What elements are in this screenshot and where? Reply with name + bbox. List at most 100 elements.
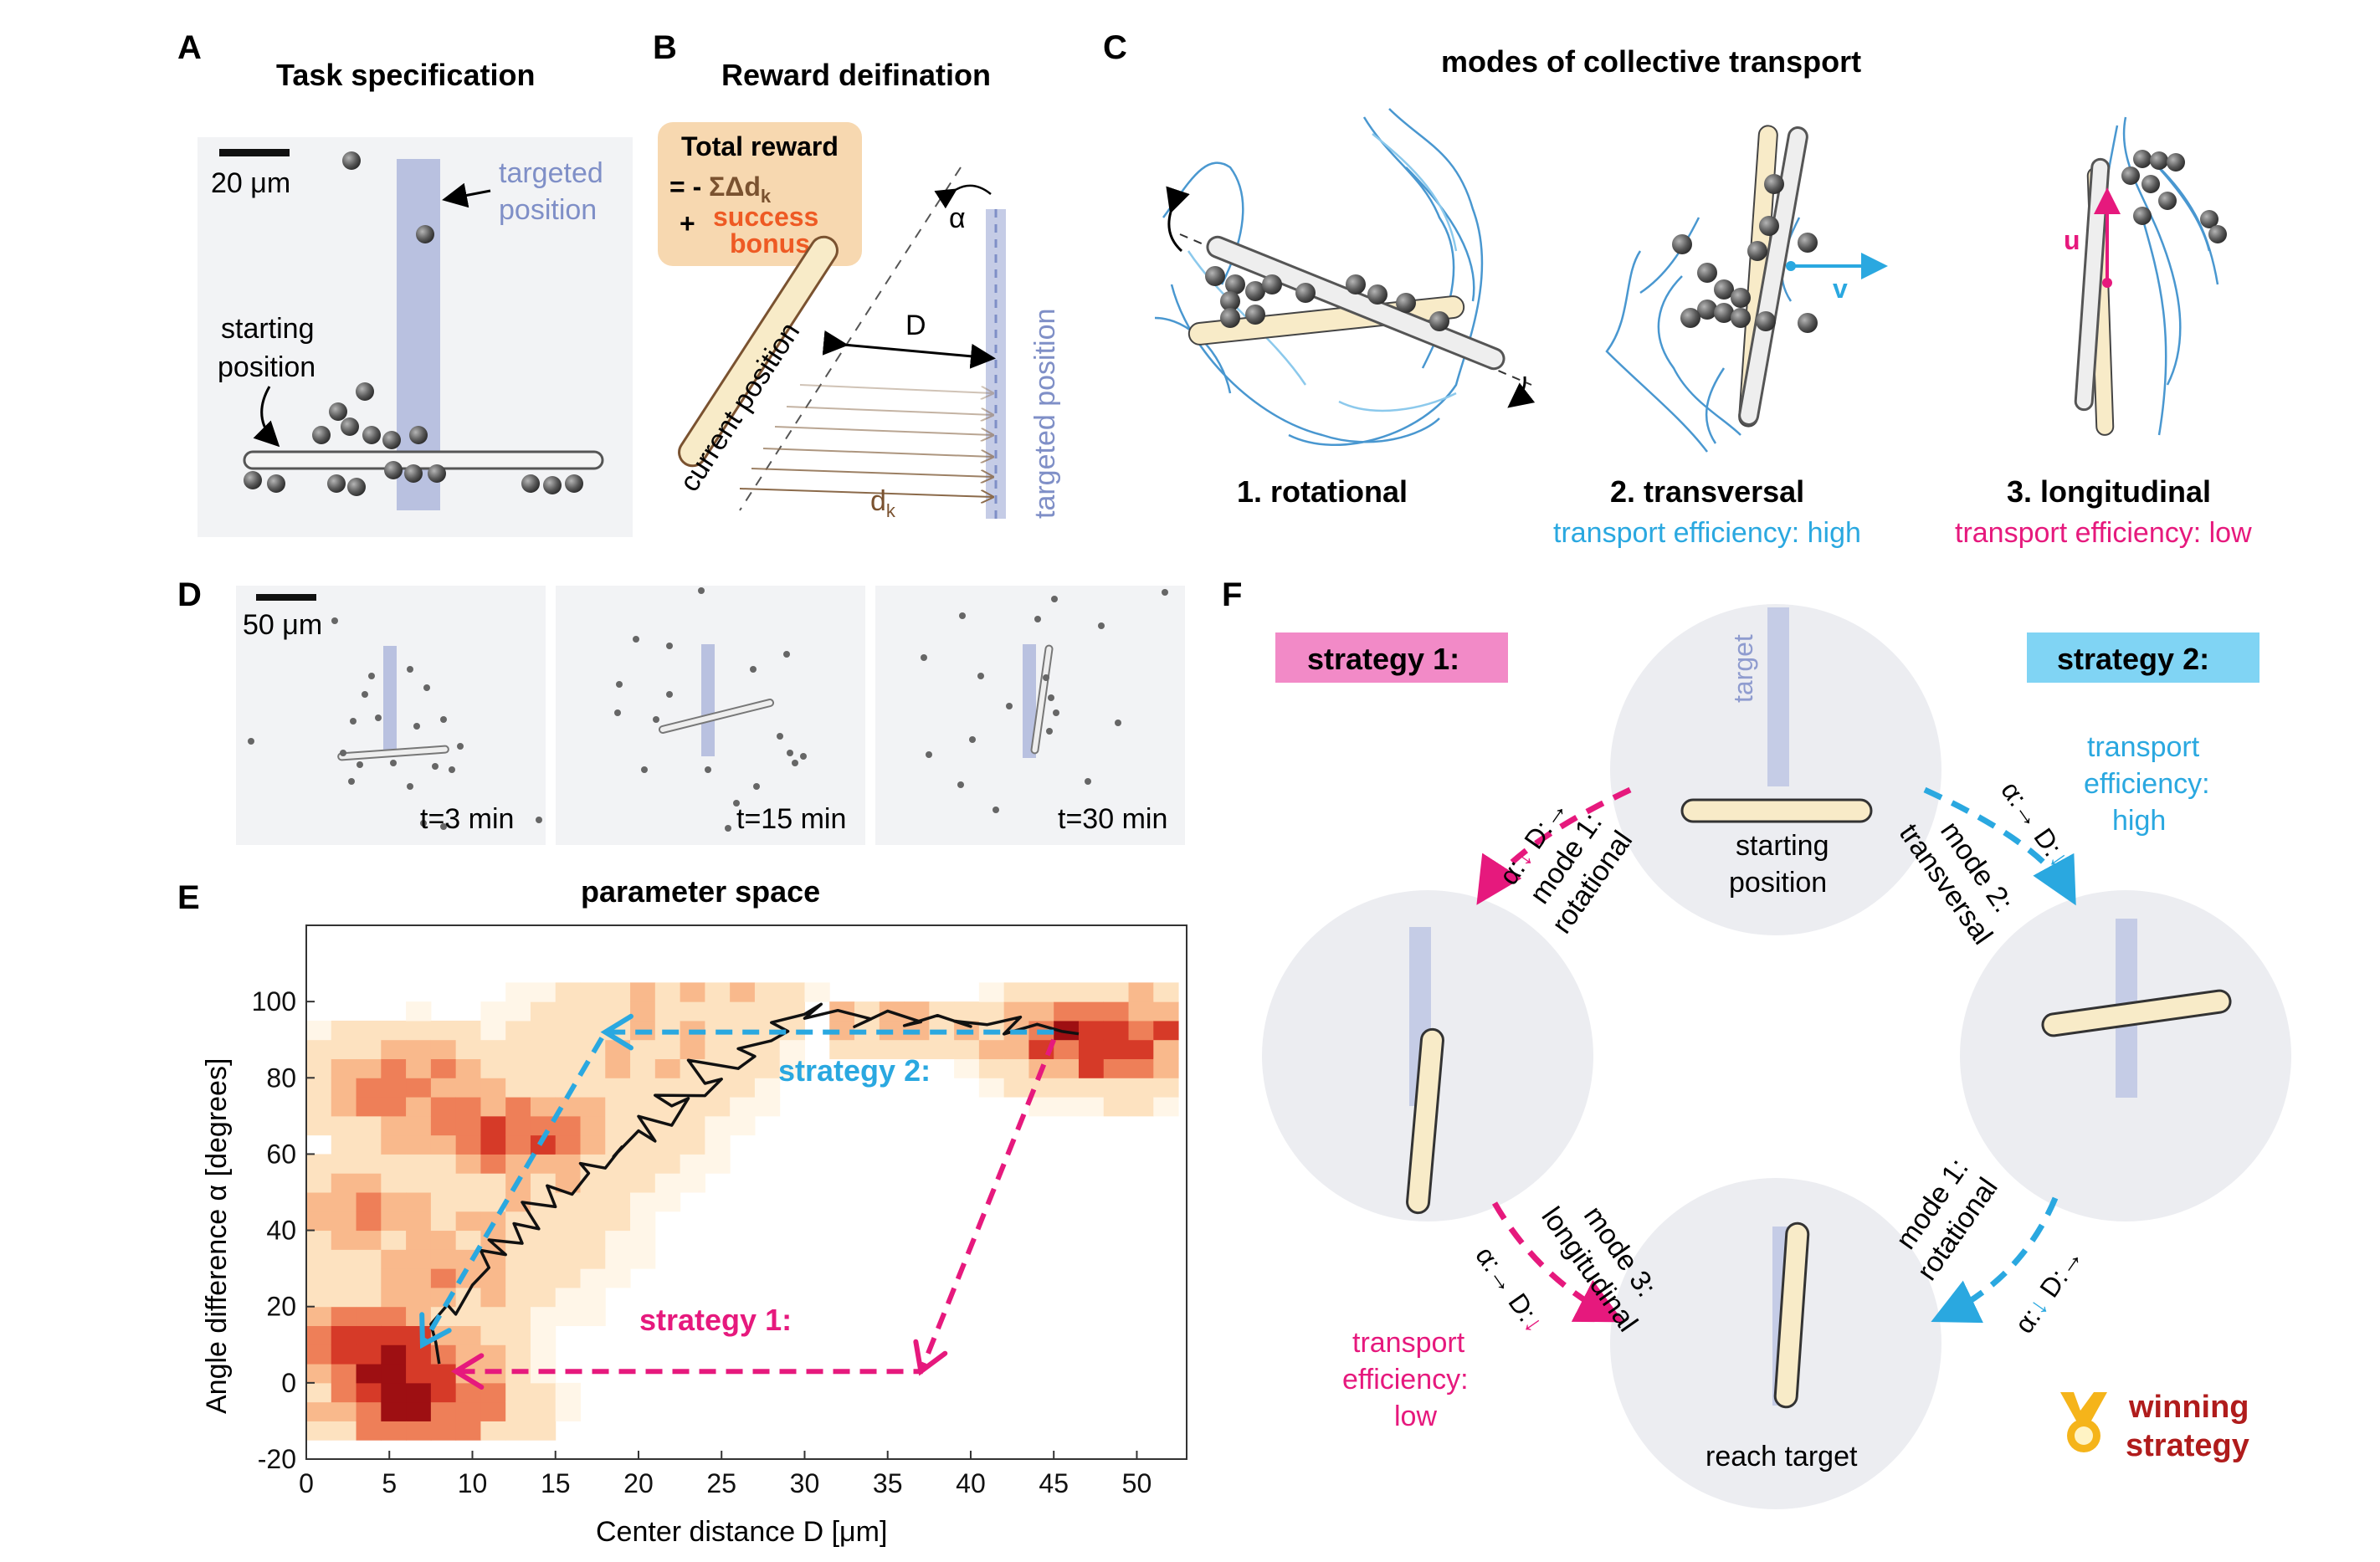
heatmap-cell xyxy=(580,1192,606,1212)
eff-high-2: efficiency: xyxy=(2084,768,2210,800)
heatmap-cell xyxy=(1103,1078,1130,1098)
panel-e-letter: E xyxy=(177,879,200,916)
heatmap-cell xyxy=(605,1058,631,1078)
heatmap-cell xyxy=(1078,1020,1105,1041)
heatmap-cell xyxy=(381,1364,407,1384)
mode-3-illustration: u xyxy=(2064,116,2227,436)
rod-d1 xyxy=(337,745,449,761)
heatmap-cell xyxy=(530,1001,557,1022)
heatmap-cell xyxy=(954,1039,980,1059)
targeted-label-1: targeted xyxy=(499,157,603,189)
heatmap-cell xyxy=(555,1192,582,1212)
heatmap-cell xyxy=(331,1249,357,1269)
heatmap-cell xyxy=(804,982,830,1002)
heatmap-cell xyxy=(530,1344,557,1365)
heatmap-cell xyxy=(430,1249,457,1269)
heatmap-cell xyxy=(430,1230,457,1250)
heatmap-cell xyxy=(356,1173,382,1193)
x-tick-label: 20 xyxy=(623,1468,654,1498)
ad-mode3: α:→ D:↓ xyxy=(1470,1241,1550,1338)
heatmap-cell xyxy=(754,1078,781,1098)
rotate-arrow-top xyxy=(1166,186,1190,253)
eff-low-2: efficiency: xyxy=(1342,1364,1469,1396)
heatmap-cell xyxy=(306,1078,332,1098)
heatmap-cell xyxy=(505,1020,531,1041)
heatmap-cell xyxy=(1153,1078,1179,1098)
heatmap-cell xyxy=(406,1306,432,1326)
beads-d2 xyxy=(614,587,807,832)
heatmap-cell xyxy=(331,1058,357,1078)
heatmap-cell xyxy=(430,1154,457,1174)
heatmap-cell xyxy=(430,1192,457,1212)
heatmap-cell xyxy=(954,1058,980,1078)
distance-arrow xyxy=(822,330,996,369)
heatmap-cell xyxy=(730,1078,756,1098)
heatmap-cell xyxy=(555,1154,582,1174)
eff-low-1: transport xyxy=(1352,1327,1465,1359)
heatmap-cell xyxy=(430,1134,457,1155)
heatmap-cell xyxy=(730,1058,756,1078)
panel-b: B Reward deifination Total reward = - ΣΔ… xyxy=(653,29,1061,521)
heatmap-cell xyxy=(430,1058,457,1078)
rod-d2 xyxy=(658,699,775,734)
reward-sub: k xyxy=(761,186,772,207)
beads-d3 xyxy=(921,589,1168,813)
strategy-1-badge-text: strategy 1: xyxy=(1307,642,1459,676)
heatmap-cell xyxy=(406,1058,432,1078)
heatmap-cell xyxy=(1128,1039,1154,1059)
target-d3 xyxy=(1023,644,1036,758)
time-label-2: t=15 min xyxy=(736,803,846,835)
heatmap-cell xyxy=(1153,1001,1179,1022)
heatmap-cell xyxy=(480,1211,506,1232)
trajectory-line xyxy=(429,1002,1080,1365)
panel-c-letter: C xyxy=(1103,29,1127,66)
heatmap-cell xyxy=(730,982,756,1002)
heatmap-cell xyxy=(680,1039,705,1059)
heatmap-cell xyxy=(331,1421,357,1441)
heatmap-cell xyxy=(455,1401,481,1421)
heatmap-cell xyxy=(505,1325,531,1345)
heatmap-cell xyxy=(430,1382,457,1403)
x-tick-label: 50 xyxy=(1122,1468,1152,1498)
heatmap-cell xyxy=(406,1421,432,1441)
heatmap-cell xyxy=(480,1097,506,1117)
winning-line1: winning xyxy=(2128,1390,2249,1425)
heatmap-cell xyxy=(306,1115,332,1136)
heatmap-cell xyxy=(580,1230,606,1250)
scale-bar xyxy=(219,149,290,156)
heatmap-cell xyxy=(331,1078,357,1098)
heatmap-cell xyxy=(1103,1039,1130,1059)
rod-final xyxy=(1773,1221,1810,1409)
dk-arrows xyxy=(739,384,993,497)
heatmap-cell xyxy=(555,1020,582,1041)
heatmap-cell xyxy=(854,1020,880,1041)
heatmap-cell xyxy=(331,1039,357,1059)
heatmap-cell xyxy=(1054,1039,1080,1059)
heatmap-cell xyxy=(555,1115,582,1136)
heatmap-cell xyxy=(406,1039,432,1059)
arrow-mode1-left xyxy=(1476,786,1632,905)
heatmap-cell xyxy=(381,1268,407,1288)
heatmap-cell xyxy=(929,1039,955,1059)
heatmap-cell xyxy=(381,1115,407,1136)
heatmap-cell xyxy=(854,1039,880,1059)
panel-f: F strategy 1: strategy 2: target startin… xyxy=(1222,576,2291,1509)
heatmap-cell xyxy=(654,1058,681,1078)
reward-prefix: = - xyxy=(669,172,709,202)
heatmap-cell xyxy=(654,1134,681,1155)
heatmap-cell xyxy=(306,1401,332,1421)
heatmap-cell xyxy=(381,1344,407,1365)
heatmap-cell xyxy=(455,1421,481,1441)
heatmap-cell xyxy=(580,1078,606,1098)
heatmap-cell xyxy=(480,1421,506,1441)
heatmap-cell xyxy=(306,1364,332,1384)
heatmap-cell xyxy=(381,1287,407,1308)
heatmap-cell xyxy=(1078,1058,1105,1078)
heatmap-cell xyxy=(630,1039,656,1059)
heatmap-cell xyxy=(430,1344,457,1365)
heatmap-cell xyxy=(530,1268,557,1288)
heatmap-cell xyxy=(455,1306,481,1326)
heatmap-cell xyxy=(754,1001,781,1022)
starting-label-2: position xyxy=(218,351,315,383)
y-tick-label: 100 xyxy=(252,986,296,1017)
